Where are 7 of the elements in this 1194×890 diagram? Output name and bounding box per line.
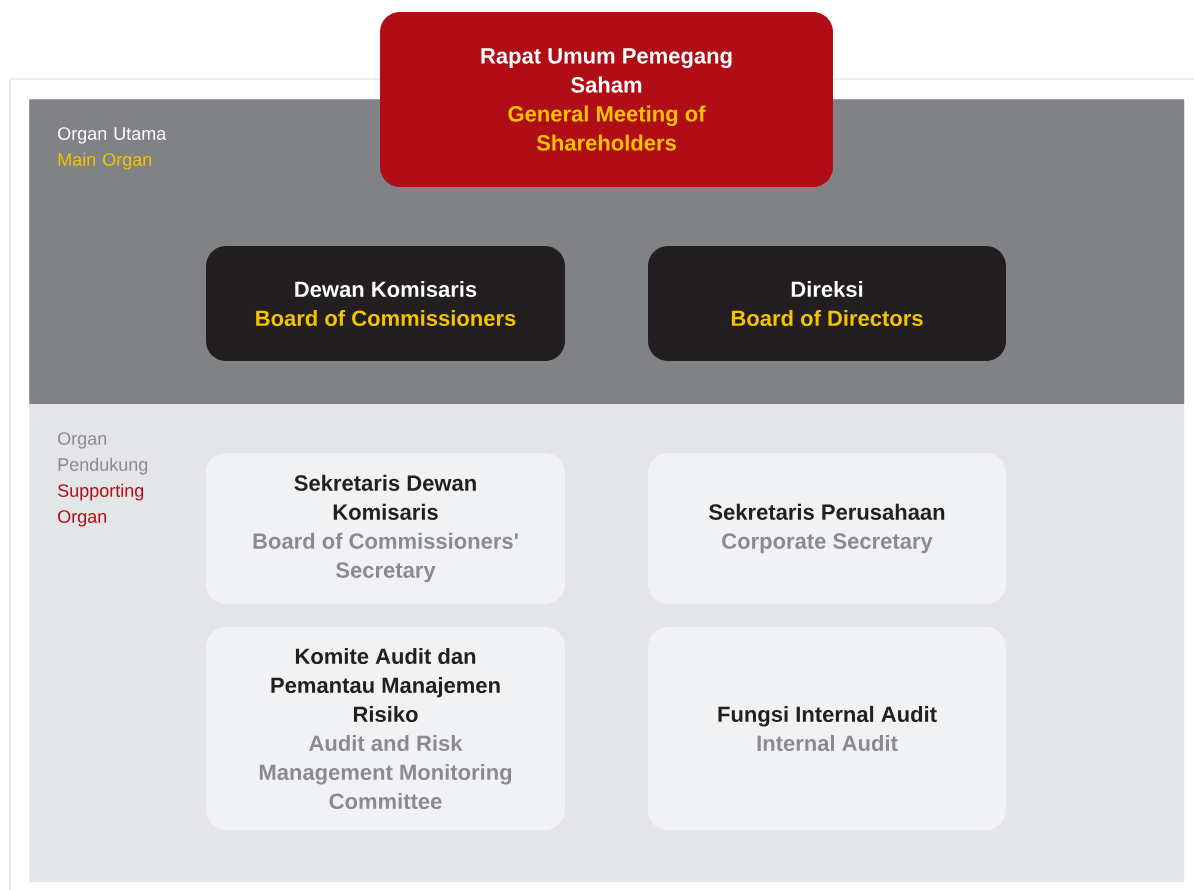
organ-box: Komite Audit dan Pemantau Manajemen Risiko Audit and Risk Management Monitoring Committee: [206, 627, 565, 830]
organ-box: Sekretaris Dewan Komisaris Board of Commissioners' Secretary: [206, 453, 565, 604]
organ-box: Dewan Komisaris Board of Commissioners: [206, 246, 565, 361]
organ-box: Direksi Board of Directors: [648, 246, 1006, 361]
organ-box: Sekretaris Perusahaan Corporate Secretary: [648, 453, 1006, 604]
gms-box: Rapat Umum Pemegang Saham General Meeting of Shareholders: [380, 12, 833, 187]
organ-box: Fungsi Internal Audit Internal Audit: [648, 627, 1006, 830]
